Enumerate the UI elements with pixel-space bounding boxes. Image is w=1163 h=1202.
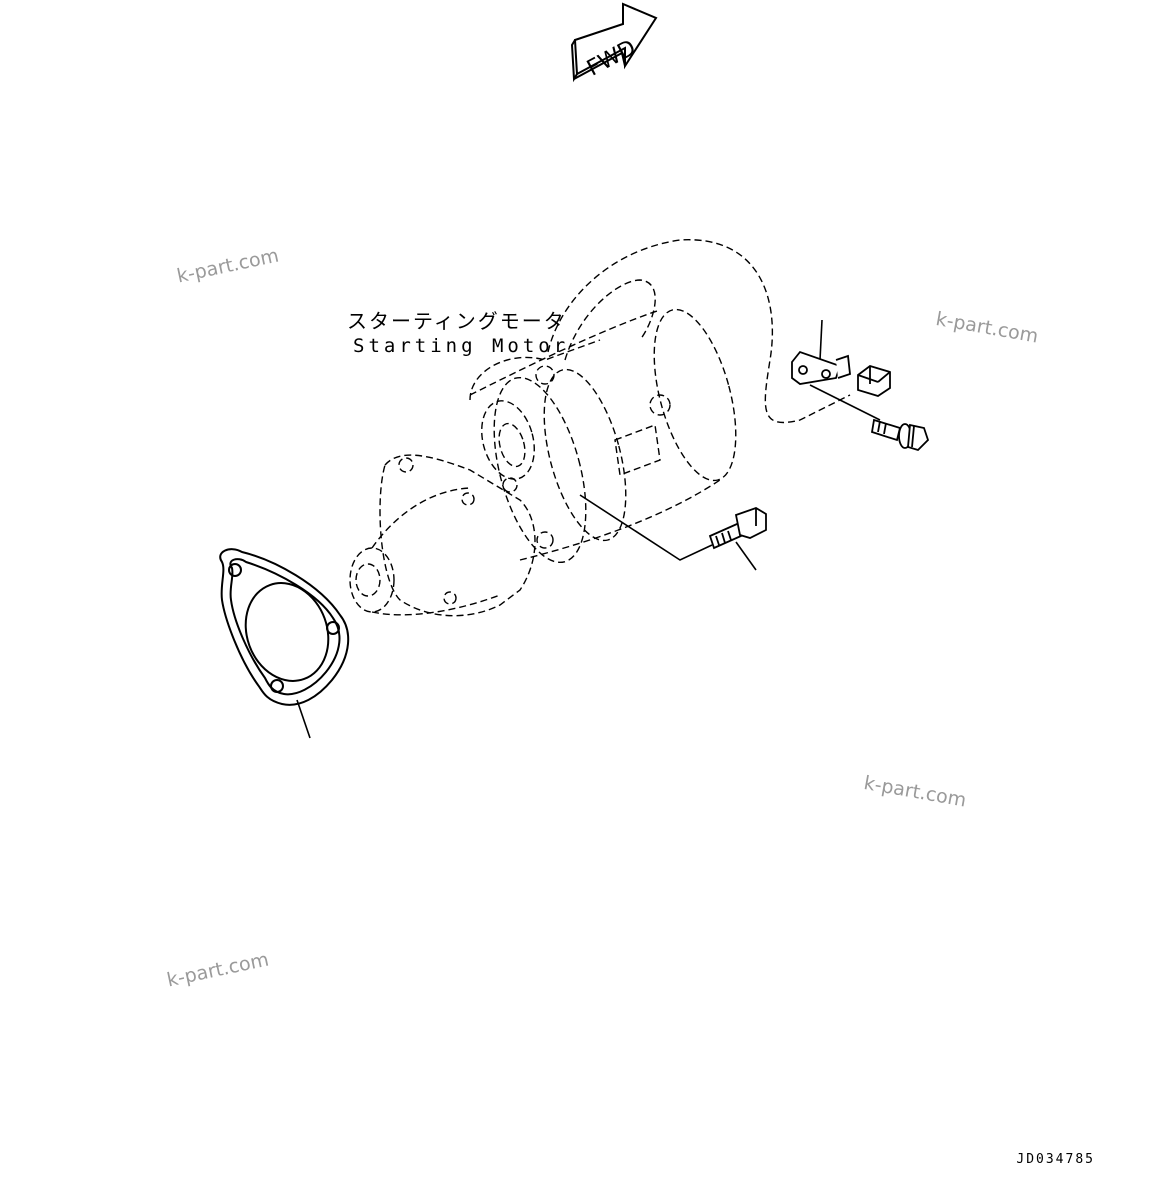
part-label-japanese: スターティングモータ <box>347 309 566 333</box>
mounting-bolt-icon <box>708 507 767 550</box>
leader-lines <box>296 319 881 739</box>
clamp-block-icon <box>857 365 891 397</box>
drawing-id: JD034785 <box>1016 1152 1095 1167</box>
starting-motor-outline <box>349 239 851 617</box>
flange-bolt-icon <box>870 418 930 452</box>
forward-arrow-icon: FWD <box>570 2 658 83</box>
part-label-english: Starting Motor <box>353 335 570 357</box>
wire-clip-bracket-icon <box>791 350 851 385</box>
gasket-icon <box>219 548 350 706</box>
